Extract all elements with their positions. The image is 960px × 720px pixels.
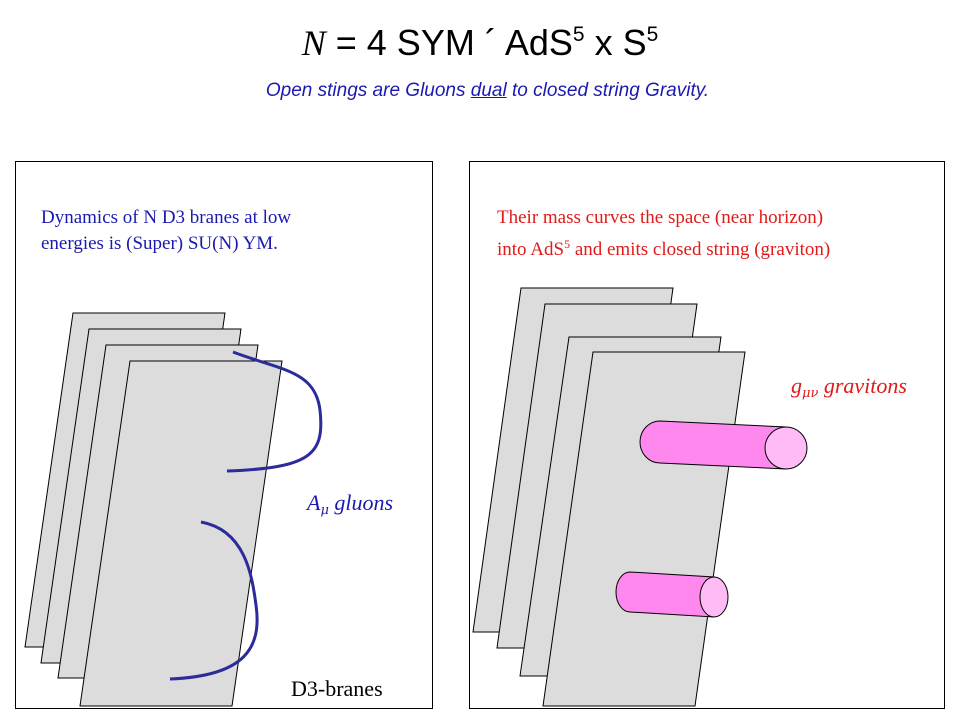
graviton-tube-small [615,571,729,618]
left-brane-stack [24,312,283,707]
d3-branes-label: D3-branes [291,676,383,701]
right-caption-line-2-part2: and emits closed string (graviton) [570,239,831,260]
title-superscript-2: 5 [646,23,659,46]
gluons-symbol: A [307,490,321,515]
right-caption-line-2-part1: into AdS [497,239,565,260]
gravitons-subscript: μν [802,386,819,401]
title-text-part1: = 4 SYM ´ AdS [325,22,573,63]
right-panel-caption: Their mass curves the space (near horizo… [497,205,830,263]
title-calligraphic-n: N [301,23,326,63]
right-caption-line-2: into AdS5 and emits closed string (gravi… [497,231,830,263]
left-caption-line-2: energies is (Super) SU(N) YM. [41,233,278,254]
gluon-string-upper [226,350,323,473]
gluons-text: gluons [328,490,394,515]
left-caption-line-1: Dynamics of N D3 branes at low [41,207,292,228]
left-panel-frame [15,161,433,709]
gluons-subscript: μ [320,503,329,518]
subtitle-part2: to closed string Gravity. [506,80,710,101]
title-superscript-1: 5 [572,23,585,46]
graviton-tube-large [639,420,808,470]
gravitons-label: gμν gravitons [791,373,907,401]
slide-subtitle: Open stings are Gluons dual to closed st… [0,80,960,102]
gluon-string-lower [169,520,259,681]
left-brane-4 [79,360,283,707]
title-text-part2: x S [584,22,647,63]
slide-title: N = 4 SYM ´ AdS5 x S5 [0,22,960,64]
subtitle-part1: Open stings are Gluons [265,80,471,101]
left-panel-caption: Dynamics of N D3 branes at low energies … [41,205,291,257]
gluons-label: Aμ gluons [307,490,393,518]
gravitons-text: gravitons [818,373,907,398]
right-brane-stack [472,287,746,707]
subtitle-underlined-word: dual [470,80,507,101]
gravitons-symbol: g [791,373,802,398]
right-caption-line-1: Their mass curves the space (near horizo… [497,207,824,228]
right-caption-superscript: 5 [564,237,571,251]
right-panel-frame [469,161,945,709]
